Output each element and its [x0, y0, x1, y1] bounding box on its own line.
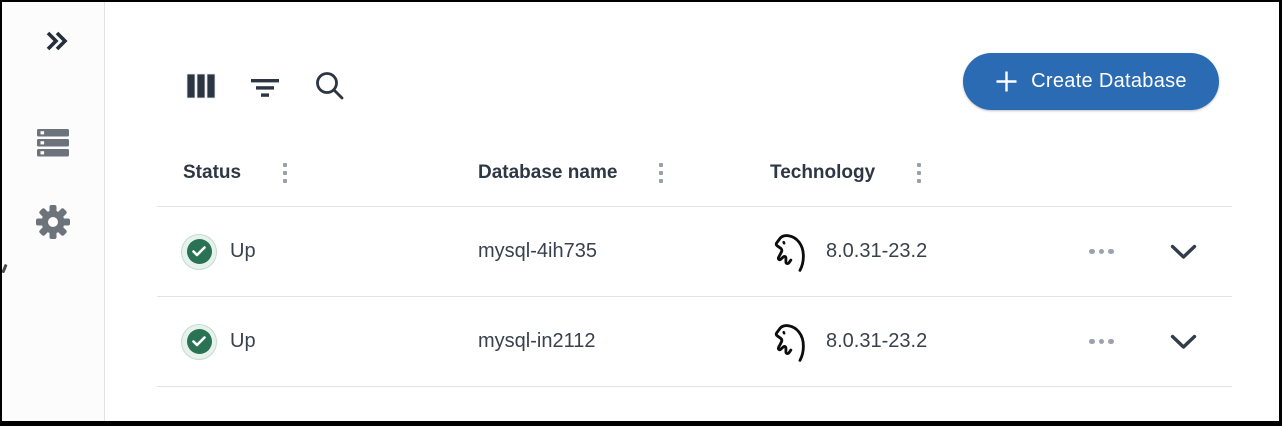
table-row[interactable]: Up mysql-4ih735 8.0.31-23.2 [157, 207, 1232, 297]
gear-icon [34, 205, 72, 244]
expand-row-button[interactable] [1168, 332, 1199, 352]
chevron-down-icon [1170, 334, 1197, 353]
filter-icon [250, 79, 280, 101]
columns-icon [186, 73, 216, 102]
technology-version: 8.0.31-23.2 [826, 330, 928, 352]
row-menu-icon[interactable] [1085, 245, 1118, 259]
column-header-status: Status [157, 161, 478, 185]
search-icon [314, 72, 346, 105]
status-up-badge [181, 233, 217, 270]
row-menu-icon[interactable] [1085, 335, 1118, 349]
column-label: Database name [478, 162, 618, 183]
technology-cell: 8.0.31-23.2 [770, 231, 1070, 273]
database-name-cell: mysql-in2112 [478, 330, 596, 352]
column-label: Technology [770, 162, 876, 183]
create-database-label: Create Database [1031, 70, 1187, 92]
technology-cell: 8.0.31-23.2 [770, 321, 1070, 363]
database-name-cell: mysql-4ih735 [478, 240, 597, 262]
status-cell: Up [157, 233, 478, 270]
mysql-dolphin-icon [770, 231, 810, 273]
manage-columns-button[interactable] [186, 73, 216, 99]
column-header-database-name: Database name [478, 161, 770, 185]
expand-row-button[interactable] [1168, 242, 1199, 262]
column-menu-icon[interactable] [281, 161, 289, 185]
mysql-dolphin-icon [770, 321, 810, 363]
sidebar [2, 2, 105, 421]
status-up-badge [181, 323, 217, 360]
column-header-technology: Technology [770, 161, 1070, 185]
create-database-button[interactable]: Create Database [963, 53, 1219, 110]
status-text: Up [230, 330, 256, 352]
status-text: Up [230, 240, 256, 262]
row-actions [1070, 332, 1232, 352]
chevron-down-icon [1170, 244, 1197, 263]
check-icon [192, 246, 206, 257]
technology-version: 8.0.31-23.2 [826, 240, 928, 262]
sidebar-item-settings[interactable] [34, 203, 72, 241]
sidebar-item-databases[interactable] [36, 128, 70, 158]
plus-icon [995, 70, 1018, 93]
column-menu-icon[interactable] [657, 161, 665, 185]
stray-mark [2, 263, 8, 274]
table-row[interactable]: Up mysql-in2112 8.0.31-23.2 [157, 297, 1232, 387]
search-button[interactable] [314, 70, 346, 102]
check-icon [192, 336, 206, 347]
sidebar-expand-button[interactable] [46, 31, 68, 51]
column-menu-icon[interactable] [915, 161, 923, 185]
status-cell: Up [157, 323, 478, 360]
double-chevron-right-icon [46, 31, 68, 54]
row-actions [1070, 242, 1232, 262]
table-header-row: Status Database name Technology [157, 140, 1232, 207]
filter-button[interactable] [250, 76, 280, 98]
column-label: Status [183, 162, 242, 183]
databases-table: Status Database name Technology [157, 140, 1232, 387]
server-stack-icon [36, 129, 70, 161]
